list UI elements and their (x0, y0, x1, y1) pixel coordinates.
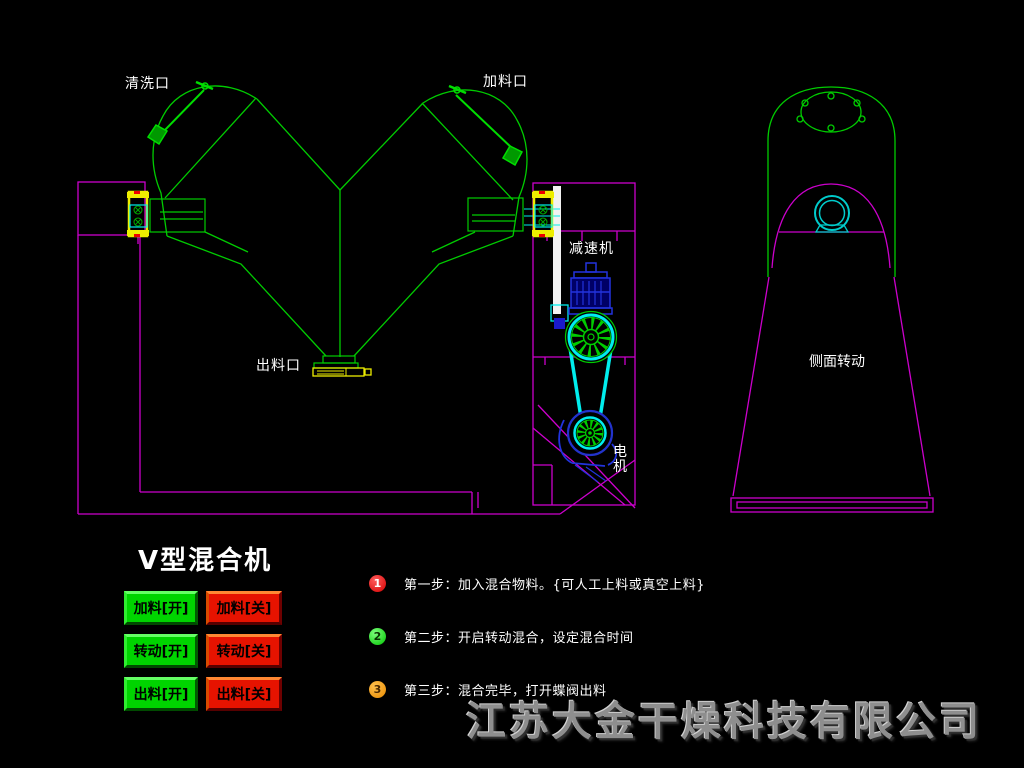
feed-on-button[interactable]: 加料[开] (124, 591, 198, 625)
discharge-off-button[interactable]: 出料[关] (206, 677, 282, 711)
step-1-row: 1 第一步：加入混合物料。{可人工上料或真空上料} (369, 574, 705, 593)
side-view-stand (730, 183, 934, 513)
drive-belt (568, 347, 613, 425)
feeding-nozzle (448, 84, 524, 167)
control-button-panel: 加料[开] 加料[关] 转动[开] 转动[关] 出料[开] 出料[关] (124, 591, 282, 711)
step-3-badge: 3 (369, 681, 386, 698)
reducer-block (568, 262, 613, 315)
cleaning-nozzle (146, 80, 214, 146)
side-view-bearing (814, 195, 850, 233)
step-3-text: 第三步：混合完毕，打开蝶阀出料 (404, 684, 607, 699)
right-bearing (524, 190, 560, 238)
discharge-on-button[interactable]: 出料[开] (124, 677, 198, 711)
company-watermark: 江苏大金干燥科技有限公司 (466, 699, 982, 745)
left-bearing (127, 190, 149, 238)
motor-label: 电机 (613, 444, 627, 475)
motor-assembly (558, 409, 618, 483)
drive-shaft (550, 186, 569, 329)
discharge-valve (312, 355, 372, 377)
side-view-vessel (767, 86, 896, 277)
rotate-on-button[interactable]: 转动[开] (124, 634, 198, 668)
step-2-text: 第二步：开启转动混合，设定混合时间 (404, 631, 634, 646)
big-pulley (564, 310, 618, 364)
reducer-label: 减速机 (569, 241, 614, 257)
step-3-row: 3 第三步：混合完毕，打开蝶阀出料 (369, 680, 607, 699)
feeding-port-label: 加料口 (483, 74, 528, 90)
rotate-off-button[interactable]: 转动[关] (206, 634, 282, 668)
cleaning-port-label: 清洗口 (125, 76, 170, 92)
feed-off-button[interactable]: 加料[关] (206, 591, 282, 625)
step-1-badge: 1 (369, 575, 386, 592)
trunnion-housings (149, 197, 524, 233)
step-1-text: 第一步：加入混合物料。{可人工上料或真空上料} (404, 578, 706, 593)
step-2-row: 2 第二步：开启转动混合，设定混合时间 (369, 627, 634, 646)
discharge-port-label: 出料口 (256, 358, 301, 374)
v-vessel (152, 85, 528, 357)
step-2-badge: 2 (369, 628, 386, 645)
side-rotation-label: 侧面转动 (809, 354, 865, 370)
page-title: V型混合机 (138, 546, 273, 576)
